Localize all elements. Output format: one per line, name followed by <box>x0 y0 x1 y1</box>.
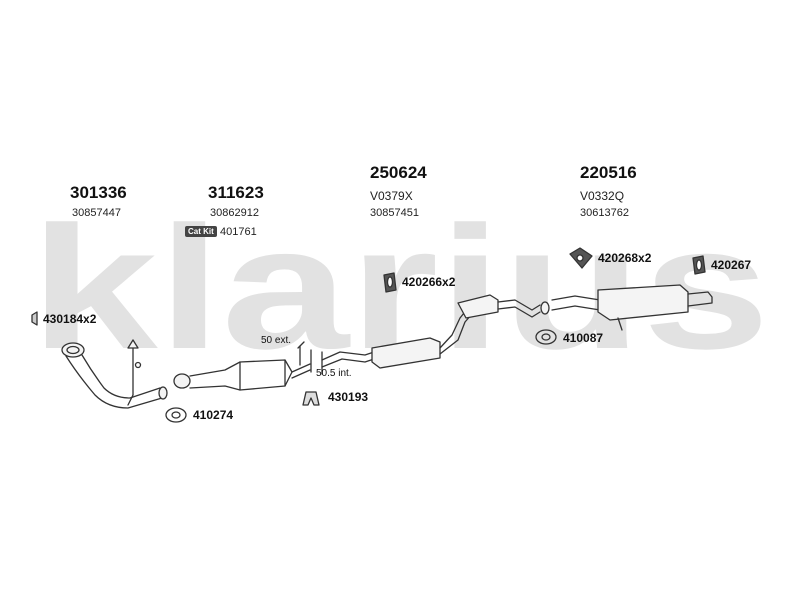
rear-section <box>457 284 713 331</box>
ref-number: V0379X <box>370 189 413 203</box>
part-430193: 430193 <box>328 390 369 404</box>
catkit-code: 401761 <box>220 226 257 238</box>
note-50-5-int: 50.5 int. <box>316 368 352 379</box>
gasket-410087 <box>535 329 557 345</box>
mount-420266 <box>383 272 397 293</box>
part-410087: 410087 <box>563 331 604 345</box>
group-code-220516: 220516 <box>580 163 637 182</box>
gasket-410274 <box>165 407 187 423</box>
oe-number: 30857447 <box>72 207 121 219</box>
oe-number: 30613762 <box>580 207 629 219</box>
ref-number: V0332Q <box>580 189 625 203</box>
front-pipe <box>61 342 168 409</box>
mount-420267 <box>692 255 706 275</box>
part-420268: 420268x2 <box>598 251 652 265</box>
clamp-icon <box>31 311 38 326</box>
catkit-badge: Cat Kit <box>185 226 217 237</box>
part-420267: 420267 <box>711 258 752 272</box>
catalyst <box>173 359 311 391</box>
middle-section <box>321 307 473 369</box>
oe-number: 30857451 <box>370 207 419 219</box>
group-code-250624: 250624 <box>370 163 427 182</box>
note-50-ext: 50 ext. <box>261 335 292 346</box>
group-code-301336: 301336 <box>70 183 127 202</box>
clamp-430193 <box>302 391 320 406</box>
group-code-311623: 311623 <box>208 183 264 202</box>
mount-420268 <box>569 247 593 269</box>
oe-number: 30862912 <box>210 207 259 219</box>
sensor <box>127 339 142 406</box>
part-410274: 410274 <box>193 408 234 422</box>
part-420266: 420266x2 <box>402 275 456 289</box>
part-430184: 430184x2 <box>43 312 97 326</box>
